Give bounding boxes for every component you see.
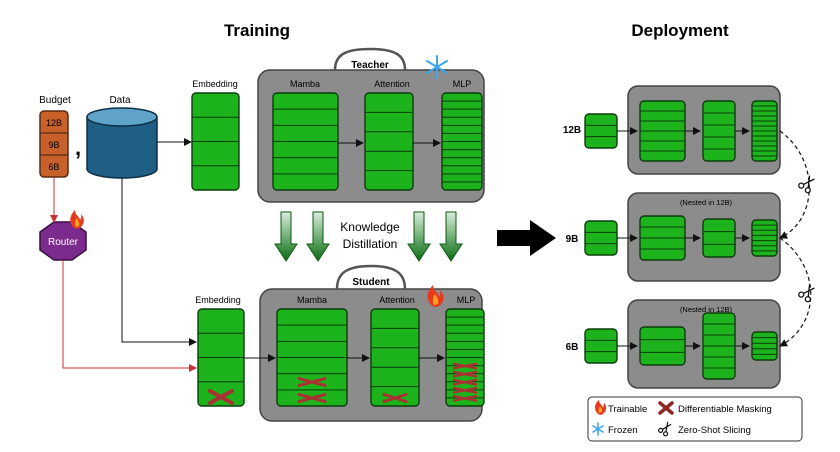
student-label: Student bbox=[352, 277, 390, 288]
teacher-label: Teacher bbox=[351, 60, 389, 71]
student-mamba-block bbox=[276, 308, 348, 407]
student-attention-block bbox=[370, 308, 420, 407]
mask-icon bbox=[452, 395, 478, 402]
budget-9b: 9B bbox=[48, 140, 59, 150]
legend-snowflake-icon bbox=[592, 422, 604, 436]
mamba-block bbox=[639, 215, 686, 261]
mlp-block bbox=[751, 331, 778, 361]
student-flame-icon bbox=[427, 285, 444, 307]
mask-icon bbox=[452, 386, 478, 394]
deployment-heading: Deployment bbox=[631, 21, 729, 40]
embedding-block bbox=[191, 92, 240, 191]
deploy-row bbox=[584, 312, 778, 380]
deploy-6b-label: 6B bbox=[566, 342, 579, 353]
deployment-blocks bbox=[584, 100, 778, 380]
mask-icon bbox=[297, 393, 327, 403]
mamba-block bbox=[272, 92, 339, 191]
mask-icon bbox=[297, 377, 327, 387]
student-embedding-label: Embedding bbox=[195, 295, 241, 305]
deploy-6b-note: (Nested in 12B) bbox=[680, 305, 733, 314]
scissors-icon bbox=[798, 284, 815, 303]
budget-stack: 12B 9B 6B bbox=[39, 110, 69, 178]
embedding-block bbox=[197, 308, 245, 407]
data-to-student-edge bbox=[121, 178, 197, 346]
mamba-block bbox=[639, 100, 686, 162]
slice-9b-to-6b-edge bbox=[779, 237, 812, 347]
router-label: Router bbox=[48, 237, 79, 248]
mlp-block bbox=[751, 219, 778, 257]
router-flame-icon bbox=[70, 210, 84, 229]
mask-icon bbox=[452, 362, 478, 370]
student-handle bbox=[335, 264, 407, 290]
scissors-icon bbox=[798, 175, 815, 194]
student-mamba-label: Mamba bbox=[297, 295, 327, 305]
snowflake-icon bbox=[426, 55, 448, 79]
embedding-block bbox=[584, 328, 618, 364]
mask-icon bbox=[452, 370, 478, 378]
teacher-attention-block bbox=[364, 92, 414, 191]
input-comma: , bbox=[75, 135, 81, 160]
student-mlp-block bbox=[445, 308, 485, 407]
training-to-deployment-arrow bbox=[497, 220, 556, 256]
data-cylinder bbox=[86, 107, 158, 179]
teacher-mlp-block bbox=[441, 92, 483, 191]
budget-12b: 12B bbox=[46, 118, 62, 128]
mlp-block bbox=[441, 92, 483, 191]
teacher-attention-label: Attention bbox=[374, 79, 410, 89]
legend-box bbox=[587, 396, 803, 442]
mask-icon bbox=[452, 378, 478, 386]
teacher-handle bbox=[333, 47, 407, 71]
mamba-block bbox=[276, 308, 348, 407]
budget-6b: 6B bbox=[48, 162, 59, 172]
distill-line1: Knowledge bbox=[340, 220, 400, 234]
legend-trainable-label: Trainable bbox=[608, 404, 647, 415]
legend-flame-icon bbox=[595, 400, 607, 415]
student-attention-label: Attention bbox=[379, 295, 415, 305]
legend-scissors-icon bbox=[658, 421, 672, 437]
legend-mask-icon bbox=[658, 401, 674, 415]
budget-label: Budget bbox=[39, 95, 71, 106]
student-embedding-block bbox=[197, 308, 245, 407]
teacher-mamba-block bbox=[272, 92, 339, 191]
legend-masking-label: Differentiable Masking bbox=[678, 404, 772, 415]
mask-icon bbox=[382, 393, 408, 403]
router-node: Router bbox=[39, 221, 87, 261]
data-label: Data bbox=[109, 95, 131, 106]
student-mlp-label: MLP bbox=[457, 295, 476, 305]
attention-block bbox=[702, 312, 736, 380]
training-heading: Training bbox=[224, 21, 290, 40]
deploy-12b-label: 12B bbox=[563, 125, 581, 136]
mlp-block bbox=[751, 100, 778, 162]
mlp-block bbox=[445, 308, 485, 407]
legend-slicing-label: Zero-Shot Slicing bbox=[678, 425, 751, 436]
teacher-mlp-label: MLP bbox=[453, 79, 472, 89]
deploy-row bbox=[584, 100, 778, 162]
mamba-block bbox=[639, 326, 686, 366]
attention-block bbox=[702, 100, 736, 162]
embedding-block bbox=[584, 113, 618, 149]
router-to-student-edge bbox=[62, 260, 197, 372]
deploy-9b-label: 9B bbox=[566, 234, 579, 245]
deploy-9b-note: (Nested in 12B) bbox=[680, 198, 733, 207]
teacher-embedding-label: Embedding bbox=[192, 79, 238, 89]
attention-block bbox=[702, 218, 736, 258]
distill-line2: Distillation bbox=[343, 237, 398, 251]
deploy-row bbox=[584, 215, 778, 261]
teacher-mamba-label: Mamba bbox=[290, 79, 320, 89]
attention-block bbox=[370, 308, 420, 407]
embedding-block bbox=[584, 220, 618, 256]
mask-icon bbox=[208, 389, 234, 405]
slice-12b-to-9b-edge bbox=[779, 130, 810, 239]
legend-frozen-label: Frozen bbox=[608, 425, 638, 436]
distillation-arrows bbox=[274, 211, 463, 262]
attention-block bbox=[364, 92, 414, 191]
teacher-embedding-block bbox=[191, 92, 240, 191]
